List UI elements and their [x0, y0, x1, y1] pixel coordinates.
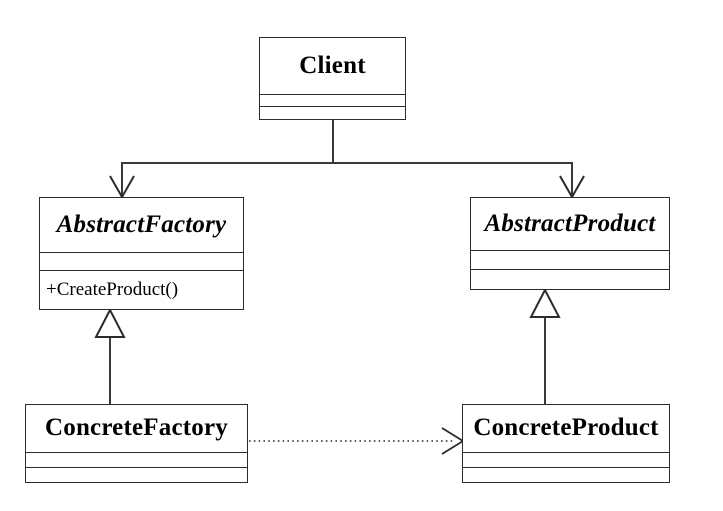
open-v-arrowhead-abstract-product: [559, 175, 585, 200]
hollow-triangle-arrowhead-abstract-product: [529, 287, 561, 318]
operation-create-product: +CreateProduct(): [46, 278, 179, 300]
class-name-concrete-factory: ConcreteFactory: [44, 414, 228, 442]
open-v-arrowhead-concrete-product: [441, 427, 465, 455]
class-name-client: Client: [299, 51, 366, 79]
class-box-concrete-product[interactable]: ConcreteProduct: [462, 404, 670, 483]
class-operations-abstract-product: [471, 269, 669, 289]
class-box-abstract-factory[interactable]: AbstractFactory +CreateProduct(): [39, 197, 244, 310]
hollow-triangle-arrowhead-abstract-factory: [94, 307, 126, 338]
class-operations-concrete-product: [463, 467, 669, 482]
class-operations-concrete-factory: [26, 467, 247, 482]
class-box-abstract-product[interactable]: AbstractProduct: [470, 197, 670, 290]
class-attributes-abstract-product: [471, 249, 669, 270]
open-v-arrowhead-abstract-factory: [109, 175, 135, 200]
class-attributes-concrete-product: [463, 451, 669, 468]
class-name-abstract-factory: AbstractFactory: [56, 211, 227, 238]
class-operations-client: [260, 106, 405, 119]
class-attributes-concrete-factory: [26, 451, 247, 468]
class-attributes-abstract-factory: [40, 252, 243, 270]
class-box-concrete-factory[interactable]: ConcreteFactory: [25, 404, 248, 483]
class-box-client[interactable]: Client: [259, 37, 406, 120]
class-name-abstract-product: AbstractProduct: [484, 209, 656, 237]
class-name-concrete-product: ConcreteProduct: [473, 414, 659, 442]
class-operations-abstract-factory: +CreateProduct(): [40, 269, 243, 309]
class-attributes-client: [260, 93, 405, 107]
